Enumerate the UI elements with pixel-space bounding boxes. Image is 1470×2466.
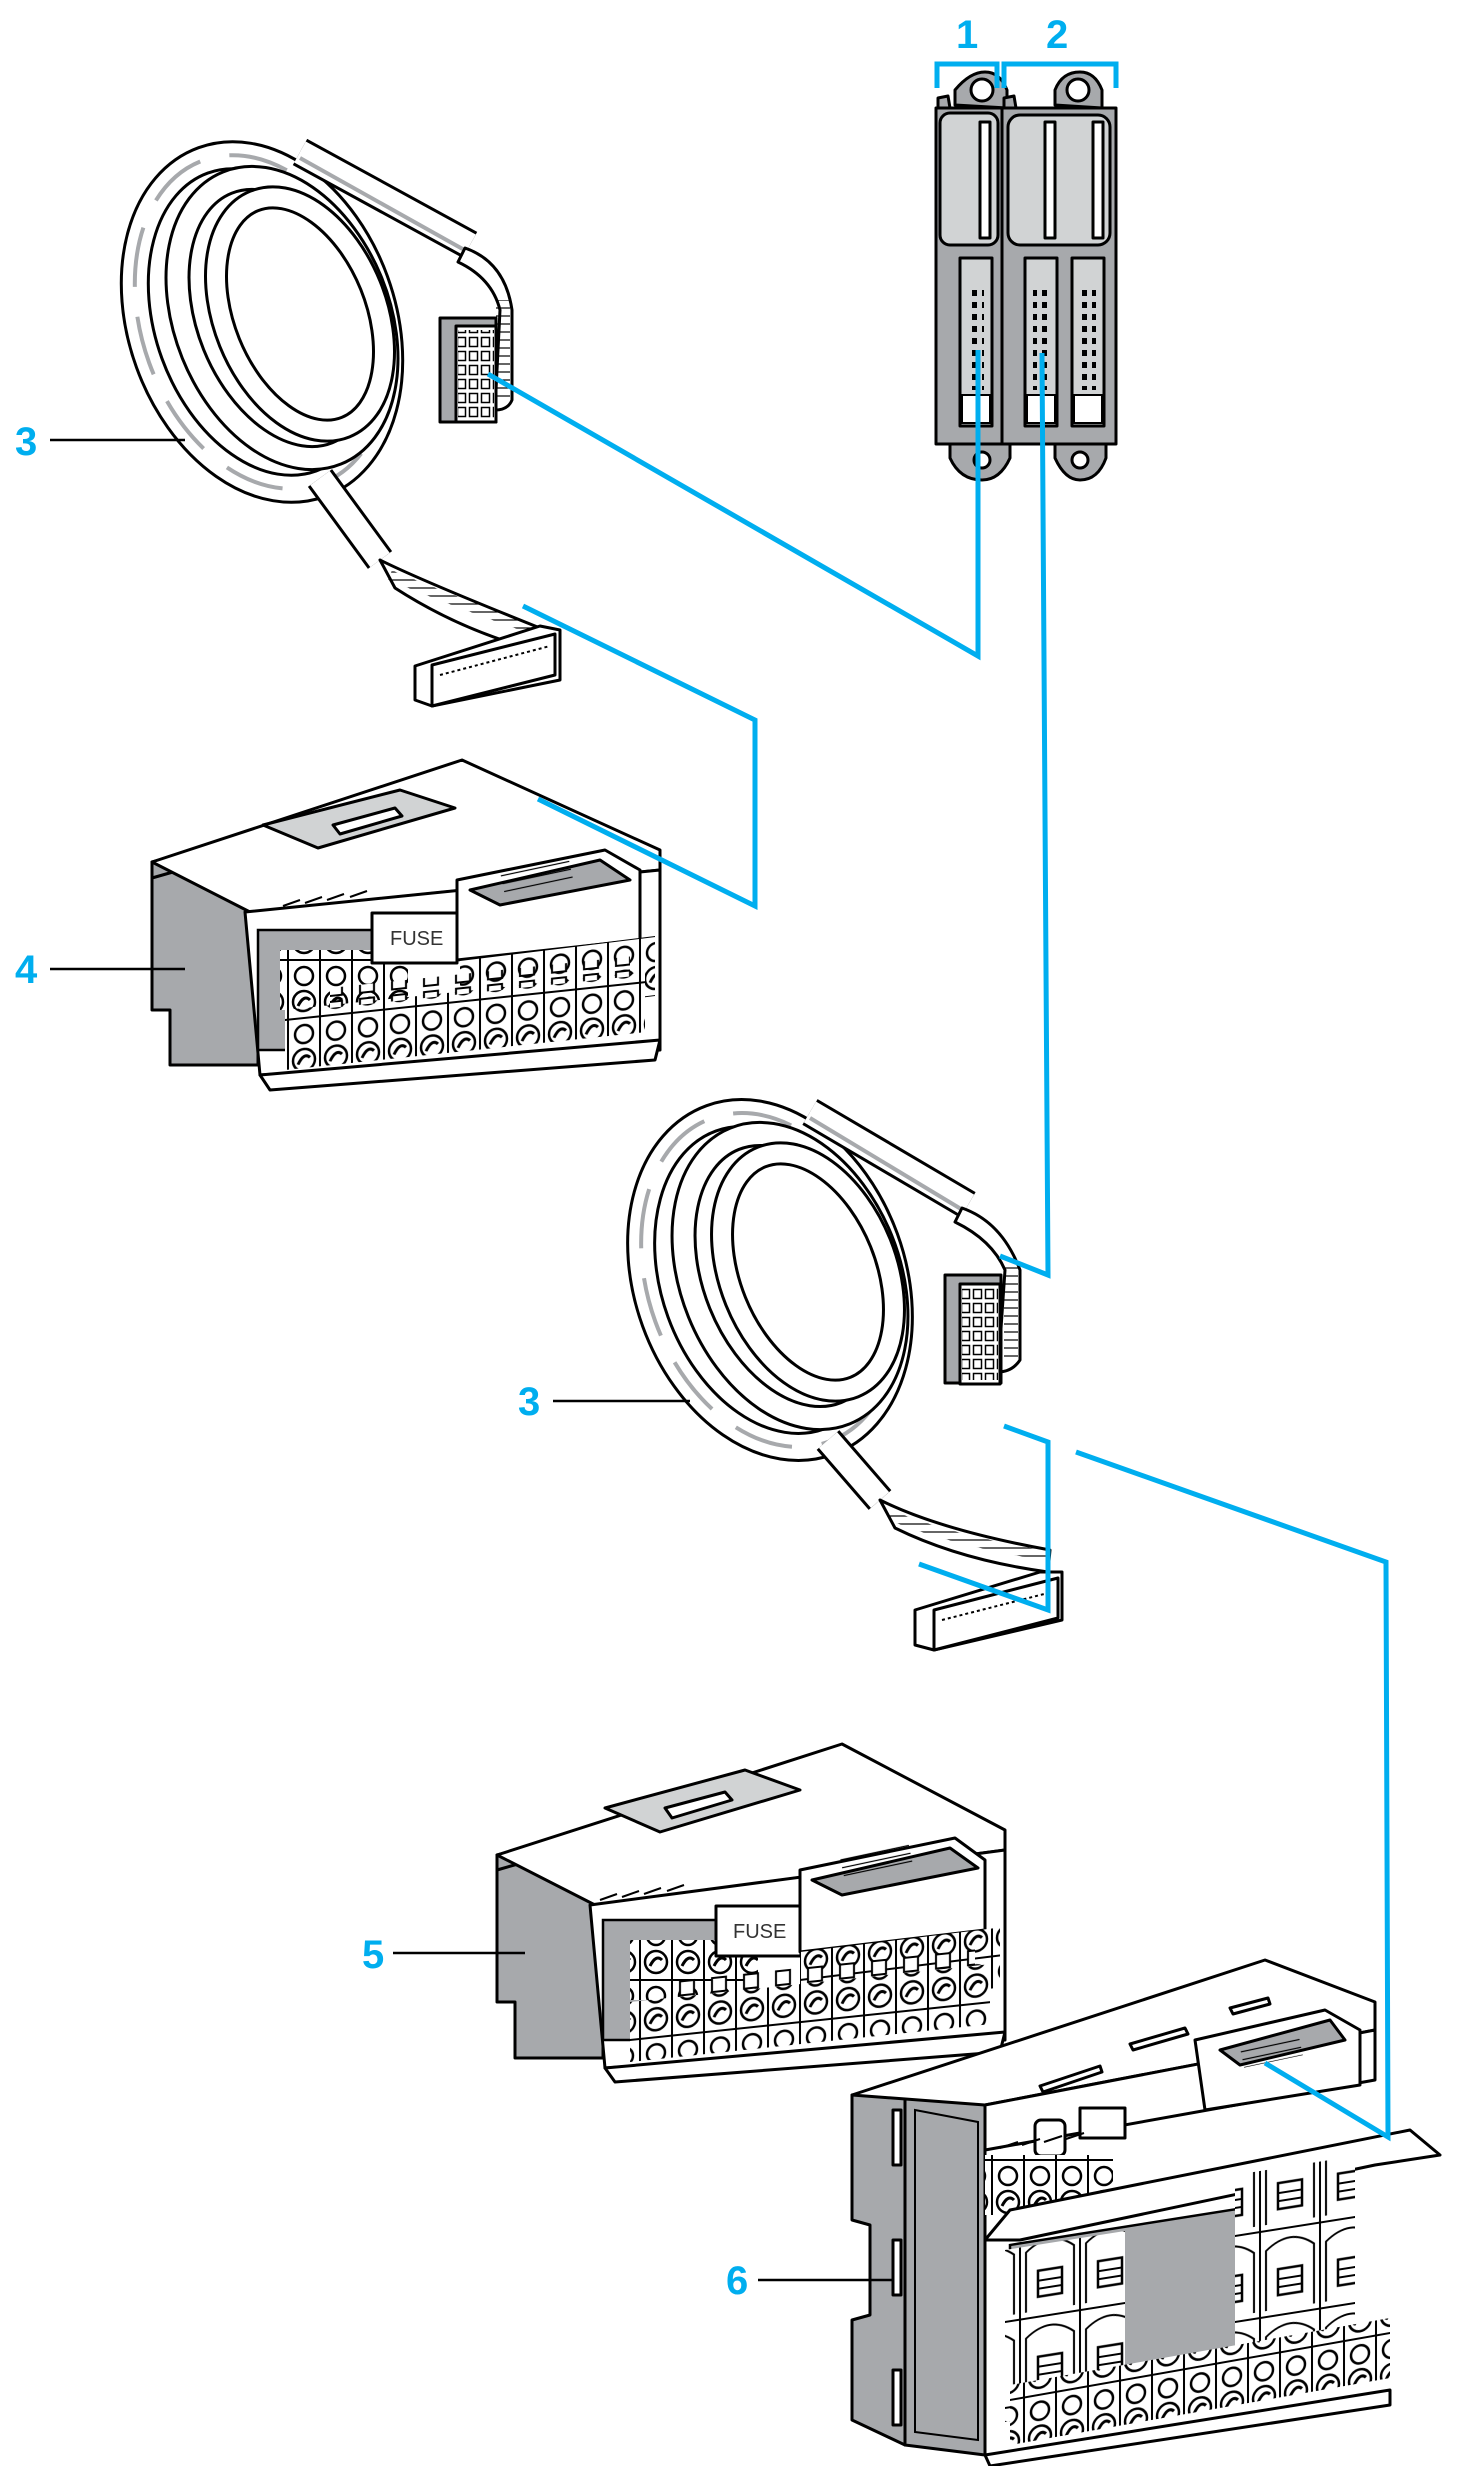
ribbon-cable-lower — [626, 1098, 1064, 1652]
callout-labels: 1 2 3 4 3 5 6 — [15, 13, 1068, 2303]
connection-module1-to-cable-upper — [486, 350, 981, 661]
module-2 — [1000, 70, 1118, 482]
bracket-1 — [934, 61, 1000, 88]
module-1 — [934, 70, 1012, 482]
callout-3-upper: 3 — [15, 420, 37, 464]
fuse-label: FUSE — [733, 1921, 786, 1943]
connection-cable-upper-to-block4 — [521, 603, 758, 911]
fuse-label: FUSE — [390, 928, 443, 950]
connection-cable-lower-to-block5 — [918, 1423, 1051, 1614]
terminal-block-5: FUSE — [495, 1742, 1007, 2084]
callout-1: 1 — [956, 13, 978, 57]
connection-lines — [486, 350, 1391, 2142]
expansion-modules — [934, 61, 1119, 482]
callout-2: 2 — [1046, 13, 1068, 57]
callout-6: 6 — [726, 2259, 748, 2303]
bracket-2 — [1001, 61, 1119, 88]
connection-module2-to-cable-lower — [999, 352, 1051, 1279]
terminal-block-4: FUSE — [150, 758, 662, 1092]
callout-3-lower: 3 — [518, 1380, 540, 1424]
connection-cable-lower-to-block6 — [1075, 1449, 1391, 2142]
leader-lines — [50, 438, 893, 2282]
ribbon-cable-upper — [119, 138, 562, 708]
callout-5: 5 — [362, 1933, 384, 1977]
callout-4: 4 — [15, 948, 38, 992]
relay-block-6 — [850, 1958, 1442, 2466]
